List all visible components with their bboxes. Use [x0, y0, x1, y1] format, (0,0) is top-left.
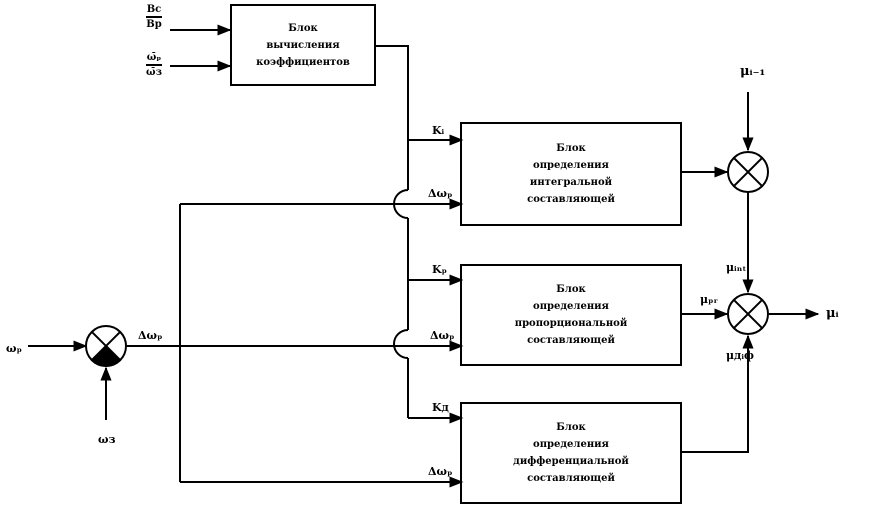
output-summing-junction	[727, 293, 769, 335]
mu-prev-label: μᵢ₋₁	[740, 64, 766, 79]
differential-block-line3: составляющей	[527, 473, 615, 484]
input-ratio-omega-numerator: ω̄ₚ	[146, 52, 162, 63]
differential-block-line2: дифференциальной	[513, 456, 629, 467]
omega-z-label: ωз	[98, 433, 116, 446]
input-summing-junction	[85, 325, 127, 367]
delta-omega-main-label: Δωₚ	[138, 329, 163, 342]
delta-omega-d-label: Δωₚ	[428, 465, 453, 478]
integral-block-line3: составляющей	[527, 194, 615, 205]
k-d-label: Kд	[432, 401, 449, 414]
differential-block-line1: определения	[533, 439, 609, 450]
integral-block: Блок определения интегральной составляющ…	[460, 122, 682, 226]
differential-output-line	[680, 334, 754, 453]
trunk-hop-2	[393, 329, 409, 359]
integral-block-line2: интегральной	[529, 177, 613, 188]
mu-int-label: μᵢₙₜ	[726, 261, 747, 274]
differential-block-title: Блок	[556, 422, 586, 433]
integral-block-title: Блок	[556, 143, 586, 154]
mu-diff-label: μдᵢф	[726, 349, 754, 362]
input-ratio-b-numerator: Вс	[146, 4, 162, 15]
proportional-block-line1: определения	[533, 301, 609, 312]
proportional-block-title: Блок	[556, 284, 586, 295]
integral-block-line1: определения	[533, 160, 609, 171]
mu-output-label: μᵢ	[826, 306, 839, 321]
coef-output-trunk	[375, 45, 409, 132]
k-p-label: Kₚ	[432, 263, 448, 276]
delta-omega-i-label: Δωₚ	[428, 187, 453, 200]
input-ratio-b: Вс Вр	[146, 4, 162, 30]
coefficient-block-line1: вычисления	[266, 39, 340, 51]
coefficient-block-title: Блок	[288, 22, 318, 34]
proportional-block: Блок определения пропорциональной состав…	[460, 264, 682, 366]
proportional-block-line3: составляющей	[527, 335, 615, 346]
mu-prop-label: μₚᵣ	[700, 293, 719, 306]
coefficient-block-line2: коэффициентов	[256, 56, 350, 68]
input-ratio-omega: ω̄ₚ ω̄з	[146, 52, 162, 78]
coefficient-block: Блок вычисления коэффициентов	[230, 4, 376, 86]
k-i-label: Kᵢ	[432, 124, 445, 137]
integral-summing-junction	[727, 151, 769, 193]
input-ratio-omega-denominator: ω̄з	[146, 67, 162, 78]
delta-omega-p-label: Δωₚ	[430, 329, 455, 342]
proportional-block-line2: пропорциональной	[514, 318, 628, 329]
omega-p-label: ωₚ	[6, 342, 22, 355]
input-ratio-b-denominator: Вр	[146, 19, 162, 30]
differential-block: Блок определения дифференциальной состав…	[460, 402, 682, 504]
